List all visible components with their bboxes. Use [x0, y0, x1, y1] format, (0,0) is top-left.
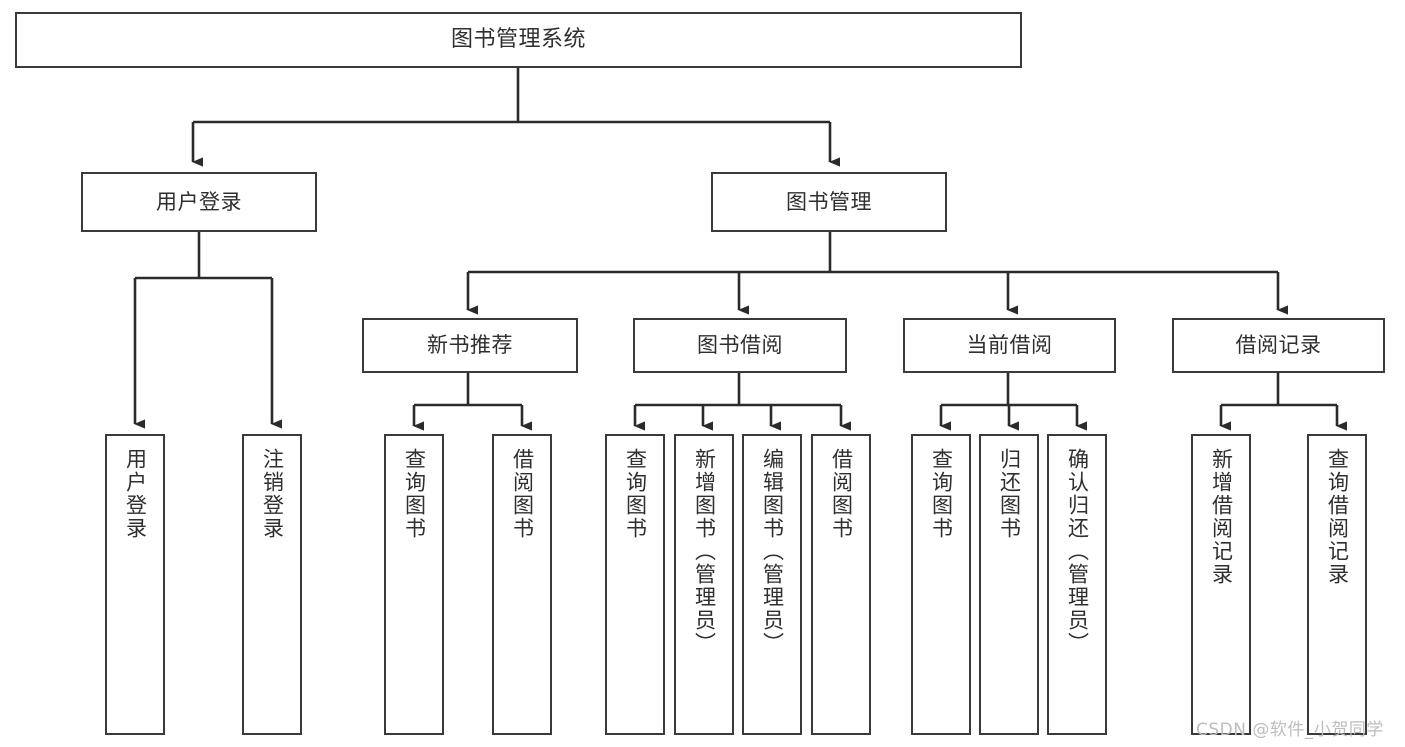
leaf-return-book[interactable]: 归还图书	[979, 434, 1039, 735]
node-borrow-record-label: 借阅记录	[1235, 333, 1322, 358]
node-current-borrow[interactable]: 当前借阅	[903, 318, 1116, 373]
leaf-new-book-query-label: 查询图书	[402, 448, 427, 540]
node-root-label: 图书管理系统	[450, 27, 586, 53]
leaf-return-book-label: 归还图书	[997, 448, 1022, 540]
leaf-book-borrow-action-label: 借阅图书	[829, 448, 854, 540]
leaf-user-login[interactable]: 用户登录	[105, 434, 165, 735]
leaf-book-add[interactable]: 新增图书（管理员）	[674, 434, 734, 735]
leaf-add-record-label: 新增借阅记录	[1209, 448, 1234, 586]
csdn-watermark: CSDN @软件_小贺同学	[1196, 720, 1384, 740]
leaf-confirm-return[interactable]: 确认归还（管理员）	[1047, 434, 1107, 735]
leaf-query-record-label: 查询借阅记录	[1325, 448, 1350, 586]
leaf-confirm-return-label: 确认归还（管理员）	[1065, 448, 1090, 655]
node-new-book-recommend[interactable]: 新书推荐	[362, 318, 578, 373]
node-root[interactable]: 图书管理系统	[15, 12, 1022, 68]
node-current-borrow-label: 当前借阅	[966, 333, 1053, 358]
leaf-query-record[interactable]: 查询借阅记录	[1307, 434, 1367, 735]
leaf-book-borrow-query[interactable]: 查询图书	[605, 434, 665, 735]
node-book-manage[interactable]: 图书管理	[711, 172, 947, 232]
leaf-current-query-label: 查询图书	[929, 448, 954, 540]
leaf-new-book-borrow[interactable]: 借阅图书	[492, 434, 552, 735]
leaf-current-query[interactable]: 查询图书	[911, 434, 971, 735]
node-borrow-record[interactable]: 借阅记录	[1172, 318, 1385, 373]
leaf-new-book-borrow-label: 借阅图书	[510, 448, 535, 540]
leaf-book-add-label: 新增图书（管理员）	[692, 448, 717, 655]
leaf-add-record[interactable]: 新增借阅记录	[1191, 434, 1251, 735]
leaf-book-edit[interactable]: 编辑图书（管理员）	[742, 434, 802, 735]
leaf-user-logout-label: 注销登录	[260, 448, 285, 540]
leaf-user-login-label: 用户登录	[123, 448, 148, 540]
leaf-book-edit-label: 编辑图书（管理员）	[760, 448, 785, 655]
leaf-book-borrow-query-label: 查询图书	[623, 448, 648, 540]
node-user-login-label: 用户登录	[156, 189, 242, 214]
leaf-book-borrow-action[interactable]: 借阅图书	[811, 434, 871, 735]
node-book-borrow[interactable]: 图书借阅	[633, 318, 847, 373]
node-book-borrow-label: 图书借阅	[697, 333, 783, 358]
node-user-login[interactable]: 用户登录	[81, 172, 317, 232]
leaf-user-logout[interactable]: 注销登录	[242, 434, 302, 735]
leaf-new-book-query[interactable]: 查询图书	[384, 434, 444, 735]
node-new-book-recommend-label: 新书推荐	[427, 333, 513, 358]
node-book-manage-label: 图书管理	[786, 189, 872, 214]
